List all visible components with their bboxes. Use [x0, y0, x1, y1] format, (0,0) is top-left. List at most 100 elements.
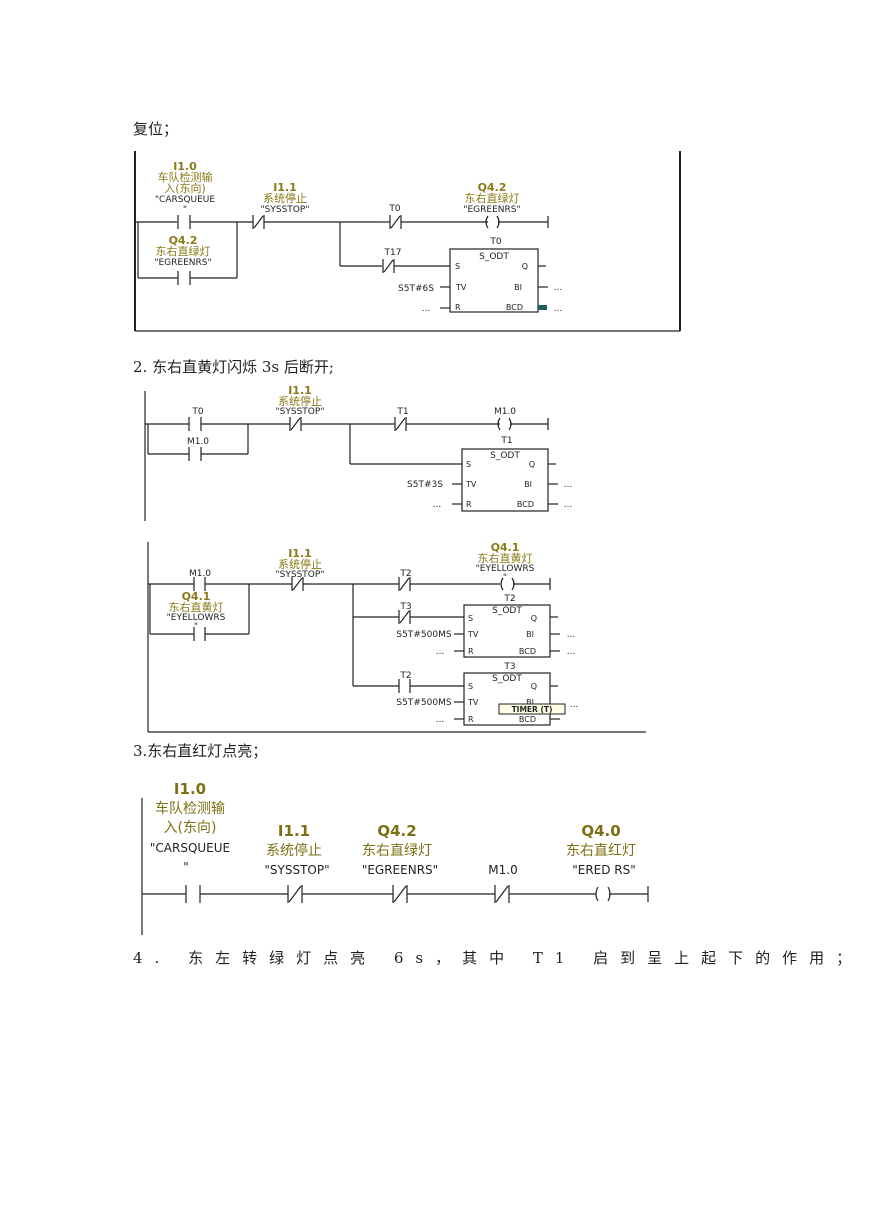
- timer-box-title: S_ODT: [490, 451, 520, 461]
- i11-symbol: "SYSSTOP": [261, 205, 310, 215]
- pin-bcd: BCD: [519, 715, 536, 724]
- caption-left-turn: 4. 东左转绿灯点亮 6s，其中 T1 启到呈上起下的作用；: [133, 949, 864, 967]
- pin-bi: BI: [526, 630, 534, 639]
- r-dots: ...: [422, 304, 431, 314]
- coil-q42-symbol: "EGREENRS": [463, 205, 520, 215]
- bi-dots-b: ...: [570, 700, 579, 710]
- i10-symbol-quote: ": [183, 860, 189, 874]
- i11-name: 系统停止: [263, 191, 307, 205]
- pin-q: Q: [529, 460, 535, 469]
- q42-symbol: "EGREENRS": [362, 863, 438, 877]
- coil-q40-name: 东右直红灯: [566, 842, 636, 859]
- nc-contact-m10: [495, 885, 509, 903]
- tv-value-b: S5T#500MS: [396, 698, 451, 708]
- coil-q40-symbol: "ERED RS": [572, 863, 636, 877]
- r-dots-b: ...: [436, 715, 445, 725]
- pin-s: S: [468, 614, 473, 623]
- pin-tv: TV: [465, 480, 477, 489]
- nc-contact-t0: [390, 215, 401, 229]
- t3-contact-label: T3: [399, 602, 411, 612]
- coil-q41-symbol-quote: ": [503, 573, 507, 583]
- bcd-marker: [538, 305, 547, 310]
- timer-t2-label: T2: [503, 594, 515, 604]
- i10-address: I1.0: [173, 160, 197, 173]
- i10-symbol: "CARSQUEUE: [150, 841, 230, 855]
- ladder-diagram-3: M1.0 Q4.1 东右直黄灯 "EYELLOWRS " I1.1 系统停止 "…: [147, 541, 646, 733]
- timer-t0-label: T0: [489, 237, 501, 247]
- nc-contact-i11: [288, 885, 302, 903]
- pin-tv: TV: [467, 698, 479, 707]
- pin-r: R: [468, 715, 474, 724]
- coil-q40-left: [595, 886, 599, 902]
- coil-q41-symbol: "EYELLOWRS: [476, 564, 535, 574]
- timer-box-t1: [461, 448, 549, 512]
- nc-contact-t1: [395, 417, 406, 431]
- bcd-dots: ...: [554, 304, 563, 314]
- timer-box-title: S_ODT: [479, 252, 509, 262]
- i10-name-line2: 入(东向): [164, 181, 206, 195]
- bi-dots: ...: [564, 480, 573, 490]
- i10-name-line1: 车队检测输: [158, 170, 213, 184]
- tv-value: S5T#3S: [407, 480, 443, 490]
- caption-red-on: 3.东右直红灯点亮；: [133, 742, 268, 760]
- pin-bi: BI: [526, 698, 534, 707]
- nc-contact-i11: [290, 417, 301, 431]
- tv-value: S5T#500MS: [396, 630, 451, 640]
- ladder-diagram-4: I1.0 车队检测输 入(东向) "CARSQUEUE " I1.1 系统停止 …: [141, 780, 649, 935]
- q42-branch-name: 东右直绿灯: [156, 244, 211, 258]
- m10-contact-label: M1.0: [488, 863, 517, 877]
- q42-address: Q4.2: [377, 822, 416, 840]
- timer-box-t2: [463, 604, 551, 658]
- q42-name: 东右直绿灯: [362, 842, 432, 859]
- pin-tv: TV: [467, 630, 479, 639]
- pin-r: R: [466, 500, 472, 509]
- coil-q42-address: Q4.2: [478, 181, 507, 194]
- m10-contact-label: M1.0: [187, 437, 209, 447]
- coil-q42-left: [485, 215, 489, 229]
- contact-t2-slash: [399, 577, 410, 591]
- i10-symbol-quote: ": [183, 205, 187, 215]
- caption-yellow-flash: 2. 东右直黄灯闪烁 3s 后断开;: [133, 358, 334, 376]
- r-dots: ...: [436, 647, 445, 657]
- ladder-diagram-2: T0 M1.0 I1.1 系统停止 "SYSSTOP" T1 M1.0 T1 S…: [144, 384, 573, 521]
- pin-s: S: [466, 460, 471, 469]
- r-dots: ...: [433, 500, 442, 510]
- pin-bcd: BCD: [517, 500, 534, 509]
- t17-contact-label: T17: [384, 248, 402, 258]
- timer-tooltip: [498, 703, 566, 715]
- t0-contact-label: T0: [191, 407, 203, 417]
- i10-address: I1.0: [174, 780, 206, 798]
- i11-symbol: "SYSSTOP": [276, 407, 325, 417]
- pin-q: Q: [531, 682, 537, 691]
- i11-address: I1.1: [278, 822, 310, 840]
- t0-contact-label: T0: [388, 204, 400, 214]
- i11-symbol: "SYSSTOP": [264, 863, 329, 877]
- t2-contact-b-label: T2: [399, 671, 411, 681]
- pin-bi: BI: [514, 283, 522, 292]
- caption-reset: 复位；: [133, 120, 179, 138]
- i11-name: 系统停止: [278, 394, 322, 408]
- i11-symbol: "SYSSTOP": [276, 570, 325, 580]
- pin-s: S: [468, 682, 473, 691]
- q41-branch-name: 东右直黄灯: [169, 600, 224, 614]
- coil-q41-name: 东右直黄灯: [478, 551, 533, 565]
- tv-value: S5T#6S: [398, 284, 434, 294]
- coil-q42-name: 东右直绿灯: [465, 191, 520, 205]
- pin-r: R: [468, 647, 474, 656]
- i11-address: I1.1: [288, 547, 312, 560]
- nc-contact-i11: [292, 577, 303, 591]
- coil-q40-address: Q4.0: [581, 822, 620, 840]
- bcd-dots: ...: [564, 500, 573, 510]
- i10-name-line2: 入(东向): [164, 820, 217, 836]
- pin-bcd: BCD: [506, 303, 523, 312]
- timer-t3-label: T3: [503, 662, 515, 672]
- timer-box-title: S_ODT: [492, 606, 522, 616]
- pin-bcd: BCD: [519, 647, 536, 656]
- bi-dots: ...: [567, 630, 576, 640]
- pin-bi: BI: [524, 480, 532, 489]
- q42-branch-address: Q4.2: [169, 234, 198, 247]
- timer-box-t3: [463, 672, 551, 726]
- i11-name: 系统停止: [278, 557, 322, 571]
- pin-s: S: [455, 262, 460, 271]
- timer-box-title: S_ODT: [492, 674, 522, 684]
